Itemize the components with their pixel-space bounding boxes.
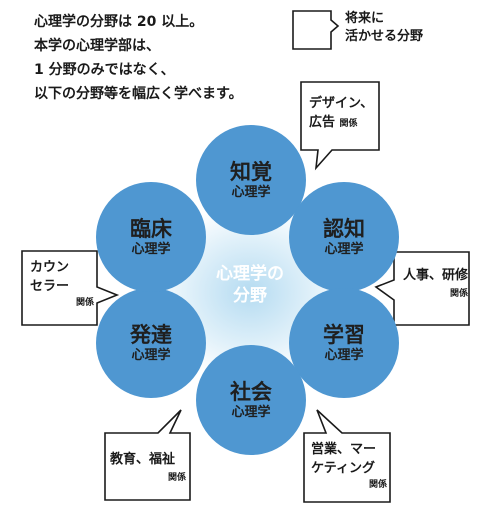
career-line-text: 広告 — [309, 115, 336, 130]
field-name: 学習 — [323, 323, 365, 347]
career-tag: 関係 — [368, 480, 387, 490]
career-bubble-hr-shape — [374, 251, 470, 326]
field-sub: 心理学 — [231, 185, 271, 200]
center-label: 心理学の 分野 — [190, 263, 310, 307]
legend-bubble-shape — [292, 10, 340, 50]
career-line: セラー — [30, 279, 70, 294]
field-sub: 心理学 — [131, 242, 171, 257]
career-line: デザイン、 — [309, 96, 374, 111]
career-bubble-sales-shape — [303, 409, 391, 503]
career-bubble-education-shape — [104, 409, 191, 501]
career-tag: 関係 — [339, 119, 358, 129]
career-line: ケティング — [311, 461, 375, 476]
field-sub: 心理学 — [231, 405, 271, 420]
career-bubble-sales: 営業、マー ケティング 関係 — [311, 440, 387, 492]
field-circle-development: 発達 心理学 — [96, 288, 206, 398]
legend-label: 将来に 活かせる分野 — [345, 10, 423, 46]
career-line: 広告 関係 — [309, 113, 377, 134]
center-label-line: 心理学の — [216, 264, 284, 284]
intro-line: 1 分野のみではなく、 — [34, 62, 175, 78]
field-circle-cognition: 認知 心理学 — [289, 182, 399, 292]
field-sub: 心理学 — [324, 242, 364, 257]
career-tag: 関係 — [167, 473, 186, 483]
field-circle-learning: 学習 心理学 — [289, 288, 399, 398]
field-name: 社会 — [230, 380, 272, 404]
field-circle-social: 社会 心理学 — [196, 345, 306, 455]
career-line: 人事、研修 — [402, 268, 468, 283]
field-name: 発達 — [130, 323, 172, 347]
intro-line: 本学の心理学部は、 — [34, 38, 160, 54]
intro-text: 心理学の分野は 20 以上。 本学の心理学部は、 1 分野のみではなく、 以下の… — [34, 10, 324, 106]
career-bubble-hr: 人事、研修 関係 — [398, 266, 468, 304]
career-line: 営業、マー — [311, 442, 377, 457]
center-label-line: 分野 — [233, 286, 267, 306]
career-bubble-design-shape — [300, 81, 380, 171]
intro-line: 心理学の分野は 20 以上。 — [34, 14, 204, 30]
field-circle-clinical: 臨床 心理学 — [96, 182, 206, 292]
intro-line: 以下の分野等を幅広く学べます。 — [34, 86, 243, 102]
legend-line: 将来に — [345, 11, 385, 26]
field-sub: 心理学 — [131, 348, 171, 363]
career-bubble-counselor-shape — [21, 250, 120, 326]
career-line: 教育、福祉 — [110, 452, 176, 467]
career-bubble-education: 教育、福祉 関係 — [110, 450, 186, 488]
career-bubble-design: デザイン、 広告 関係 — [309, 94, 377, 134]
field-circle-perception: 知覚 心理学 — [196, 125, 306, 235]
career-tag: 関係 — [449, 289, 468, 299]
field-name: 認知 — [323, 217, 365, 241]
career-bubble-counselor: カウン セラー 関係 — [30, 258, 94, 310]
field-name: 臨床 — [130, 217, 172, 241]
field-sub: 心理学 — [324, 348, 364, 363]
career-line: カウン — [30, 260, 70, 275]
career-tag: 関係 — [75, 298, 94, 308]
field-name: 知覚 — [230, 160, 272, 184]
legend-line: 活かせる分野 — [345, 29, 424, 44]
